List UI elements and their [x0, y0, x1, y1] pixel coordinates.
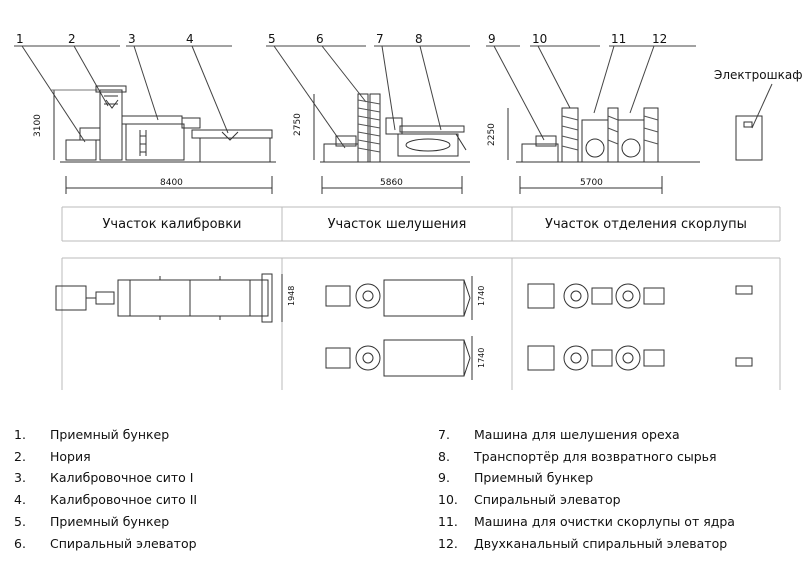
leader-lines [21, 45, 773, 149]
legend-num: 4. [14, 492, 26, 508]
process-line-diagram: 1 2 3 4 5 6 7 8 9 10 11 12 [14, 32, 781, 390]
callout-11: 11 [611, 32, 626, 46]
legend-text: Машина для шелушения ореха [474, 427, 680, 442]
callout-8: 8 [415, 32, 423, 46]
legend-num: 12. [438, 535, 458, 551]
dim-8400: 8400 [160, 178, 183, 188]
legend-item: 5. Приемный бункер [14, 511, 197, 533]
legend-item: 2. Нория [14, 446, 197, 468]
callout-10: 10 [532, 32, 547, 46]
callout-3: 3 [128, 32, 136, 46]
section-label-shell-separation: Участок отделения скорлупы [545, 216, 747, 232]
callout-1: 1 [16, 32, 24, 46]
section3-elevation: 2250 5700 [487, 107, 700, 194]
legend-num: 9. [438, 470, 450, 486]
legend-num: 3. [14, 470, 26, 486]
dim-1740-b: 1740 [477, 348, 486, 368]
callout-7: 7 [376, 32, 384, 46]
legend-num: 6. [14, 535, 26, 551]
dim-5860: 5860 [380, 178, 403, 188]
dim-1948: 1948 [287, 286, 296, 306]
legend-left: 1. Приемный бункер 2. Нория 3. Калибровочно… [14, 424, 197, 554]
legend-item: 6. Спиральный элеватор [14, 533, 197, 555]
legend-text: Приемный бункер [50, 513, 170, 529]
legend-text: Спиральный элеватор [50, 535, 197, 551]
legend-num: 1. [14, 427, 26, 442]
legend-item: 8. Транспортёр для возвратного сырья [438, 446, 735, 468]
legend-num: 7. [438, 427, 450, 442]
legend-item: 9. Приемный бункер [438, 467, 735, 489]
electrical-cabinet [735, 115, 763, 161]
cabinet-label: Электрошкаф [714, 68, 803, 82]
legend-num: 5. [14, 513, 26, 529]
dim-2250: 2250 [487, 123, 497, 146]
legend-text: Машина для очистки скорлупы от ядра [474, 513, 735, 529]
section1-elevation: 3100 8400 [33, 85, 276, 194]
legend-text: Двухканальный спиральный элеватор [474, 535, 728, 551]
legend-num: 10. [438, 492, 458, 508]
legend-num: 8. [438, 448, 450, 464]
plan-section3 [527, 283, 753, 371]
callout-6: 6 [316, 32, 324, 46]
callout-2: 2 [68, 32, 76, 46]
legend-text: Транспортёр для возвратного сырья [474, 448, 717, 464]
legend-text: Приемный бункер [50, 427, 170, 442]
dim-3100: 3100 [33, 114, 43, 137]
legend-item: 1. Приемный бункер [14, 424, 197, 446]
legend-item: 11. Машина для очистки скорлупы от ядра [438, 511, 735, 533]
legend-right: 7. Машина для шелушения ореха 8. Транспорт… [438, 424, 735, 554]
legend-item: 12. Двухканальный спиральный элеватор [438, 533, 735, 555]
dim-2750: 2750 [293, 113, 303, 136]
legend-text: Приемный бункер [474, 470, 594, 486]
legend-num: 2. [14, 448, 26, 464]
legend-text: Спиральный элеватор [474, 492, 621, 508]
callout-9: 9 [488, 32, 496, 46]
plan-section1: 1948 [55, 273, 296, 323]
legend-text: Калибровочное сито II [50, 492, 198, 508]
callout-numbers: 1 2 3 4 5 6 7 8 9 10 11 12 [16, 32, 667, 46]
dim-5700: 5700 [580, 178, 603, 188]
section-label-hulling: Участок шелушения [327, 216, 467, 232]
legend-item: 4. Калибровочное сито II [14, 489, 197, 511]
legend-item: 10. Спиральный элеватор [438, 489, 735, 511]
callout-4: 4 [186, 32, 194, 46]
callout-12: 12 [652, 32, 667, 46]
legend-item: 3. Калибровочное сито I [14, 467, 197, 489]
callout-5: 5 [268, 32, 276, 46]
legend-text: Нория [50, 448, 91, 464]
legend-num: 11. [438, 513, 458, 529]
section2-elevation: 2750 5860 [293, 93, 470, 194]
legend-item: 7. Машина для шелушения ореха [438, 424, 735, 446]
dim-1740-a: 1740 [477, 286, 486, 306]
plan-section2: 1740 1740 [325, 276, 486, 380]
legend-text: Калибровочное сито I [50, 470, 194, 486]
section-label-calibration: Участок калибровки [102, 216, 242, 232]
